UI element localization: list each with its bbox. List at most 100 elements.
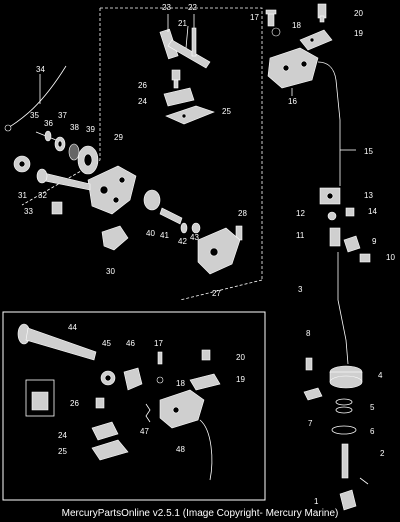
bushing-part-31	[13, 155, 31, 173]
bushing-part-4	[329, 365, 363, 389]
clip-part-25a	[165, 105, 215, 125]
pin-part-23	[159, 14, 179, 60]
lbl-8: 8	[306, 329, 311, 338]
lbl-45: 45	[102, 339, 111, 348]
lbl-23: 23	[162, 3, 171, 12]
lbl-13: 13	[364, 191, 373, 200]
spacer-part-40	[143, 189, 161, 211]
lbl-17b: 17	[154, 339, 163, 348]
lbl-22: 22	[188, 3, 197, 12]
ring-part-12	[327, 211, 337, 221]
clip-part-43	[191, 222, 201, 234]
clip-part-24b	[91, 421, 119, 441]
screw-part-20a	[317, 3, 327, 23]
rod-part-15	[317, 61, 356, 186]
lbl-11: 11	[296, 231, 305, 240]
lbl-15: 15	[364, 147, 373, 156]
washer-part-36	[44, 130, 52, 142]
lbl-16: 16	[288, 97, 297, 106]
lbl-20b: 20	[236, 353, 245, 362]
bushing-part-37	[54, 136, 66, 152]
lbl-47: 47	[140, 427, 149, 436]
plate-part-19a	[299, 29, 333, 51]
lbl-25b: 25	[58, 447, 67, 456]
lbl-4: 4	[378, 371, 383, 380]
clip-part-24a	[163, 87, 195, 107]
washer-part-18b	[156, 376, 164, 384]
lbl-3: 3	[298, 285, 303, 294]
washer-part-45	[100, 370, 116, 386]
washer-part-42	[180, 222, 188, 234]
shaft-part-32	[36, 168, 91, 191]
lbl-1: 1	[314, 497, 319, 506]
lbl-40: 40	[146, 229, 155, 238]
lbl-30: 30	[106, 267, 115, 276]
lbl-35: 35	[30, 111, 39, 120]
inset-box	[2, 311, 266, 501]
lbl-42: 42	[178, 237, 187, 246]
shaft-part-44	[17, 323, 97, 361]
lbl-6: 6	[370, 427, 375, 436]
callout-labels: 23 22 21 17 18 20 19 34 26 24 25 16 35 3…	[18, 3, 395, 506]
lbl-48: 48	[176, 445, 185, 454]
lbl-39: 39	[86, 125, 95, 134]
screw-part-17a	[265, 9, 277, 27]
washer-part-18a	[271, 27, 281, 37]
lbl-2: 2	[380, 449, 385, 458]
lbl-44: 44	[68, 323, 77, 332]
seal-part-6	[331, 425, 357, 435]
lbl-17a: 17	[250, 13, 259, 22]
lbl-43: 43	[190, 233, 199, 242]
oring-part-5	[335, 398, 353, 414]
shift-rod-part-3	[337, 252, 349, 365]
screw-part-20b	[201, 349, 211, 361]
cam-part-30	[101, 225, 129, 251]
lbl-29: 29	[114, 133, 123, 142]
exploded-view-frame	[21, 7, 263, 301]
inset-detail-box	[25, 379, 55, 417]
lbl-18a: 18	[292, 21, 301, 30]
nut-part-14	[345, 207, 355, 217]
link-part-34	[4, 65, 67, 132]
screw-part-26b	[95, 397, 105, 409]
lbl-32: 32	[38, 191, 47, 200]
inset-detail-shape	[31, 391, 49, 411]
link-wire-inset	[199, 419, 213, 481]
plate-part-27	[197, 227, 241, 275]
screw-part-26a	[171, 69, 181, 89]
screw-part-10	[359, 253, 371, 263]
lbl-21: 21	[178, 19, 187, 28]
lbl-5: 5	[370, 403, 375, 412]
lbl-31: 31	[18, 191, 27, 200]
lbl-10: 10	[386, 253, 395, 262]
sleeve-part-11	[329, 227, 341, 247]
pin-part-41	[159, 207, 183, 225]
lbl-9: 9	[372, 237, 377, 246]
bracket-part-9	[343, 235, 361, 253]
pin-part-2	[341, 443, 369, 485]
lbl-38: 38	[70, 123, 79, 132]
spring-part-47	[145, 403, 151, 423]
bracket-part-48	[159, 389, 205, 429]
gear-part-39	[77, 145, 99, 175]
bracket-part-16	[267, 47, 319, 96]
clip-part-25b	[91, 439, 129, 461]
housing-part-29	[87, 165, 137, 215]
bracket-part-46	[123, 367, 143, 391]
screw-part-33	[51, 201, 63, 215]
lbl-14: 14	[368, 207, 377, 216]
lbl-33: 33	[24, 207, 33, 216]
lbl-28: 28	[238, 209, 247, 218]
lbl-7: 7	[308, 419, 313, 428]
screw-part-8	[305, 357, 313, 371]
lbl-46: 46	[126, 339, 135, 348]
lbl-26b: 26	[70, 399, 79, 408]
lbl-18b: 18	[176, 379, 185, 388]
lbl-19a: 19	[354, 29, 363, 38]
lbl-12: 12	[296, 209, 305, 218]
spring-part-21	[167, 25, 211, 69]
plate-part-19b	[189, 373, 221, 391]
lbl-27: 27	[212, 289, 221, 298]
lbl-41: 41	[160, 231, 169, 240]
